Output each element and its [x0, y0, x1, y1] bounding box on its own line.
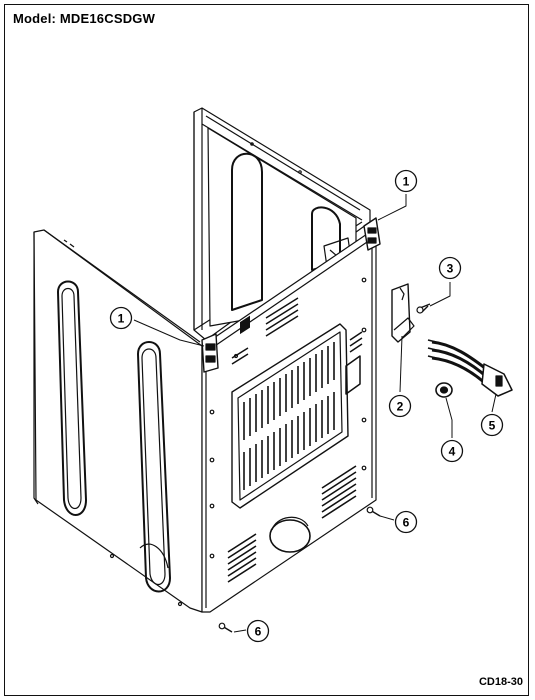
svg-text:5: 5: [489, 419, 496, 433]
svg-text:2: 2: [397, 400, 404, 414]
callout-1b: 1: [109, 306, 133, 330]
model-label: Model: MDE16CSDGW: [13, 11, 156, 26]
svg-text:1: 1: [118, 312, 125, 326]
diagram-frame: [4, 4, 529, 696]
callout-3: 3: [438, 256, 462, 280]
callout-1a: 1: [394, 169, 418, 193]
svg-text:1: 1: [403, 175, 410, 189]
callout-6b: 6: [246, 619, 270, 643]
screw-part-6-right: [366, 506, 381, 517]
side-panel: [33, 229, 203, 613]
diagram-code: CD18-30: [478, 676, 523, 688]
screw-part-6-bottom: [218, 622, 233, 633]
callout-6a: 6: [394, 510, 418, 534]
callout-2: 2: [388, 394, 412, 418]
svg-text:6: 6: [255, 625, 262, 639]
svg-text:3: 3: [447, 262, 454, 276]
callout-4: 4: [440, 439, 464, 463]
corner-bracket-left: [201, 333, 219, 373]
strain-relief: [435, 382, 453, 398]
screw-part-3: [416, 303, 431, 314]
corner-bracket-right: [363, 217, 381, 251]
power-cord: [427, 339, 513, 397]
svg-text:6: 6: [403, 516, 410, 530]
callout-5: 5: [480, 413, 504, 437]
terminal-bracket: [391, 283, 415, 343]
svg-text:4: 4: [449, 445, 456, 459]
front-panel: [201, 231, 377, 613]
